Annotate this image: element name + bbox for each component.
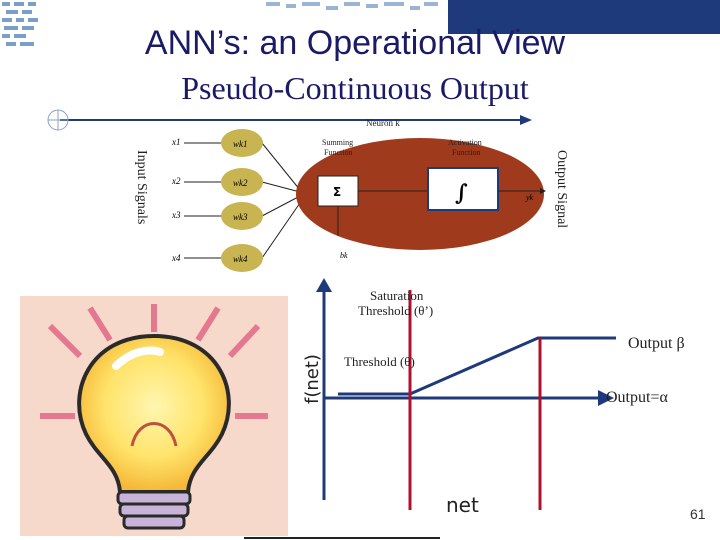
output-beta-label: Output β	[628, 335, 685, 352]
output-yk: yk	[525, 193, 534, 202]
activation-symbol: ∫	[455, 180, 468, 206]
weight-node: wk4	[221, 244, 263, 272]
output-signal-label: Output Signal	[554, 150, 569, 228]
threshold-label: Threshold (θ)	[344, 354, 415, 369]
x-axis-label: net	[446, 493, 479, 517]
sum-symbol: Σ	[333, 185, 341, 199]
bias-bk: bk	[340, 251, 348, 260]
weight-wk2: wk2	[233, 178, 248, 188]
weight-wk3: wk3	[233, 212, 248, 222]
input-x4: x4	[171, 253, 181, 263]
weight-node: wk3	[221, 202, 263, 230]
input-signals-label: Input Signals	[134, 150, 149, 224]
y-axis-label: f(net)	[302, 354, 323, 404]
saturation-label-line1: Saturation	[370, 288, 424, 303]
input-x3: x3	[171, 210, 181, 220]
neuron-label: Neuron k	[366, 118, 400, 128]
input-x2: x2	[171, 176, 181, 186]
weight-node: wk2	[221, 168, 263, 196]
page-number: 61	[690, 506, 706, 522]
output-alpha-label: Output=α	[606, 389, 668, 406]
weight-node: wk1	[221, 129, 263, 157]
saturation-label-line2: Threshold (θ’)	[358, 303, 433, 318]
weight-wk1: wk1	[233, 139, 248, 149]
input-x1: x1	[171, 137, 181, 147]
weight-wk4: wk4	[233, 254, 248, 264]
